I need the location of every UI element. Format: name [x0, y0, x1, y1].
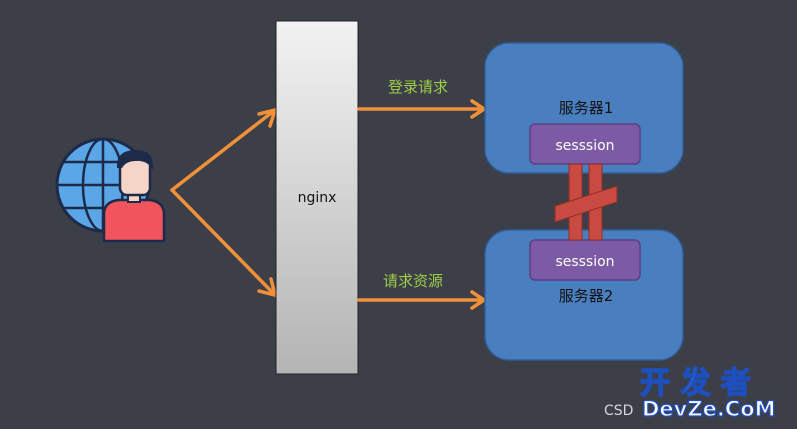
broken-session-link-icon	[554, 163, 618, 241]
server-2-node: sesssion 服务器2	[484, 229, 684, 361]
watermark-prefix: CSD	[604, 403, 633, 419]
arrow-user-to-nginx-bottom	[170, 188, 277, 297]
server-2-label: 服务器2	[559, 287, 614, 305]
arrow-nginx-to-server1	[357, 99, 486, 119]
watermark-brand: 开 发 者	[640, 366, 751, 401]
server-2-session-box	[529, 239, 641, 281]
server-1-label: 服务器1	[559, 99, 614, 117]
nginx-label: nginx	[298, 190, 337, 206]
arrow-nginx-to-server2	[357, 290, 486, 310]
server-1-session-label: sesssion	[555, 138, 614, 154]
person-icon	[102, 150, 166, 243]
edge-label-resource-request: 请求资源	[383, 272, 443, 290]
server-1-node: 服务器1 sesssion	[484, 42, 684, 174]
nginx-proxy-node: nginx	[275, 20, 359, 375]
server-2-session-label: sesssion	[555, 254, 614, 270]
watermark-site: DevZe.CoM	[642, 397, 776, 421]
watermark: 开 发 者 CSD DevZe.CoM	[604, 365, 776, 421]
edge-label-login-request: 登录请求	[388, 78, 448, 96]
client-user-icon	[55, 137, 166, 243]
arrow-user-to-nginx-top	[170, 108, 277, 192]
server-1-session-box	[529, 123, 641, 165]
